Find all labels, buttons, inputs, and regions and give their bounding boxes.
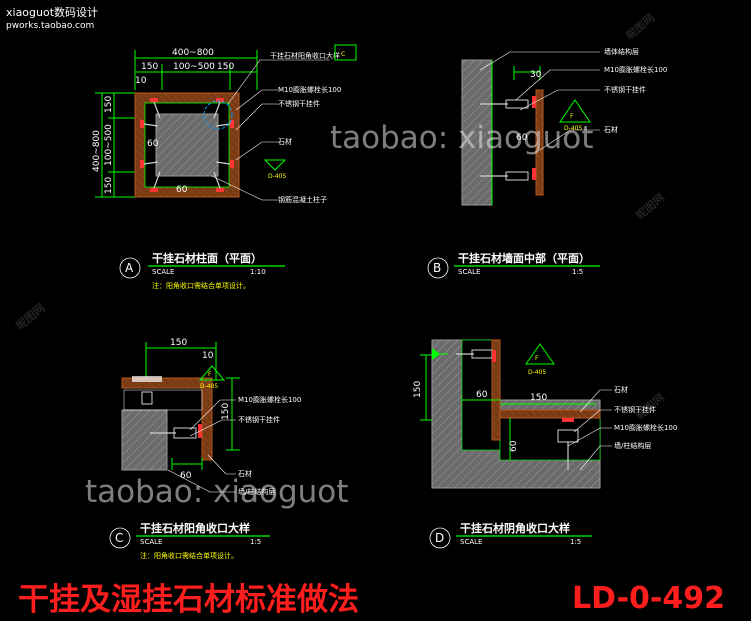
detail-b-scale: 1:5 bbox=[572, 268, 583, 276]
detail-b: 30 60 墙体结构层 M10膨胀螺栓长100 不锈钢干挂件 石材 F D-40… bbox=[427, 47, 667, 279]
dim-a-left-top: 150 bbox=[104, 96, 114, 113]
label-a-column: 钢筋混凝土柱子 bbox=[278, 195, 327, 204]
label-b-bolt: M10膨胀螺栓长100 bbox=[604, 65, 667, 74]
detail-b-title: 干挂石材墙面中部（平面） bbox=[458, 251, 590, 265]
dim-c-60: 60 bbox=[180, 471, 192, 481]
dim-a-left-total: 400~800 bbox=[92, 130, 102, 172]
label-b-hanger: 不锈钢干挂件 bbox=[604, 85, 646, 94]
svg-text:F: F bbox=[208, 371, 212, 378]
column-structure-c bbox=[121, 409, 168, 471]
bolt-set bbox=[143, 101, 231, 189]
site-watermark: 昵图网 bbox=[624, 11, 658, 42]
section-tag-b: F D-405 bbox=[559, 99, 591, 132]
dim-a-left-mid: 100~500 bbox=[104, 124, 114, 166]
detail-bubble-d bbox=[429, 527, 451, 549]
concrete-column bbox=[155, 113, 219, 177]
detail-d-title: 干挂石材阴角收口大样 bbox=[460, 521, 570, 535]
detail-c-title: 干挂石材阳角收口大样 bbox=[140, 521, 250, 535]
dim-a-small-10: 10 bbox=[135, 76, 147, 86]
detail-c-scale: 1:5 bbox=[250, 538, 261, 546]
site-watermark: 昵图网 bbox=[634, 191, 668, 222]
label-b-stone: 石材 bbox=[604, 125, 618, 134]
dim-d-60a: 60 bbox=[476, 390, 488, 400]
dim-a-inner-60a: 60 bbox=[147, 139, 159, 149]
label-a-corner-detail: 干挂石材阳角收口大样 bbox=[270, 51, 340, 60]
detail-a-title: 干挂石材柱面（平面） bbox=[152, 251, 262, 265]
svg-text:F: F bbox=[570, 113, 574, 120]
drawing-title: 干挂及湿挂石材标准做法 bbox=[18, 582, 359, 618]
label-d-stone: 石材 bbox=[614, 385, 628, 394]
svg-text:D-405: D-405 bbox=[528, 369, 546, 376]
detail-bubble-c-letter: C bbox=[115, 531, 123, 545]
svg-text:D-405: D-405 bbox=[200, 383, 218, 390]
dim-c-10: 10 bbox=[202, 351, 214, 361]
dim-a-top-right: 150 bbox=[217, 62, 234, 72]
watermark-center-top: taobao: xiaoguot bbox=[330, 120, 593, 156]
detail-bubble-b-letter: B bbox=[433, 261, 441, 275]
detail-bubble-d-letter: D bbox=[435, 531, 444, 545]
svg-text:D-405: D-405 bbox=[564, 125, 582, 132]
anchor-set bbox=[140, 98, 234, 192]
dim-c-150b: 150 bbox=[221, 403, 231, 420]
watermark-center-bottom: taobao: xiaoguot bbox=[85, 474, 348, 510]
detail-b-scale-label: SCALE bbox=[458, 268, 480, 276]
detail-c-scale-label: SCALE bbox=[140, 538, 162, 546]
detail-c: 150 10 150 60 M10膨胀螺栓长100 不锈钢干挂件 石材 墙/柱结… bbox=[109, 338, 301, 560]
dim-d-150h: 150 bbox=[530, 393, 547, 403]
section-tag-a2: D-405 bbox=[263, 159, 286, 180]
detail-d-scale: 1:5 bbox=[570, 538, 581, 546]
label-c-stone: 石材 bbox=[238, 469, 252, 478]
stone-panel bbox=[535, 89, 544, 196]
dim-d-60b: 60 bbox=[509, 440, 519, 452]
dim-d-150v: 150 bbox=[413, 381, 423, 398]
detail-bubble-a-letter: A bbox=[125, 261, 134, 275]
label-c-hanger: 不锈钢干挂件 bbox=[238, 415, 280, 424]
svg-text:F: F bbox=[535, 355, 539, 362]
detail-a-note: 注：阳角收口需结合单项设计。 bbox=[152, 281, 250, 290]
section-tag-c: F D-405 bbox=[198, 365, 226, 390]
dim-b-60: 60 bbox=[516, 133, 528, 143]
dim-a-left-bot: 150 bbox=[104, 177, 114, 194]
svg-text:C: C bbox=[341, 51, 345, 58]
section-tag-a: C bbox=[334, 44, 357, 61]
label-d-hanger: 不锈钢干挂件 bbox=[614, 405, 656, 414]
dim-a-top-left: 150 bbox=[141, 62, 158, 72]
dim-a-inner-60b: 60 bbox=[176, 185, 188, 195]
dim-a-top-mid: 100~500 bbox=[173, 62, 215, 72]
label-a-bolt: M10膨胀螺栓长100 bbox=[278, 85, 341, 94]
site-watermark-group: 昵图网 昵图网 昵图网 昵图网 bbox=[14, 11, 668, 422]
watermark-shop-url: pworks.taobao.com bbox=[6, 21, 94, 31]
detail-a: 400~800 150 100~500 150 10 400~800 100~5… bbox=[92, 44, 357, 290]
dim-a-top-total: 400~800 bbox=[172, 48, 214, 58]
detail-a-scale-label: SCALE bbox=[152, 268, 174, 276]
detail-a-scale: 1:10 bbox=[250, 268, 266, 276]
label-d-bolt: M10膨胀螺栓长100 bbox=[614, 423, 677, 432]
label-a-hanger: 不锈钢干挂件 bbox=[278, 99, 320, 108]
label-c-bolt: M10膨胀螺栓长100 bbox=[238, 395, 301, 404]
drawing-code: LD-0-492 bbox=[572, 581, 725, 616]
detail-c-note: 注：阳角收口需结合单项设计。 bbox=[140, 551, 238, 560]
svg-text:D-405: D-405 bbox=[268, 173, 286, 180]
detail-bubble-c bbox=[109, 527, 131, 549]
detail-bubble-b bbox=[427, 257, 449, 279]
site-watermark: 昵图网 bbox=[14, 301, 48, 332]
label-c-structure: 墙/柱结构层 bbox=[238, 487, 275, 496]
label-b-wall: 墙体结构层 bbox=[604, 47, 639, 56]
watermark-brand: xiaoguot数码设计 bbox=[6, 6, 98, 19]
section-tag-d: F D-405 bbox=[525, 343, 555, 376]
dim-c-150a: 150 bbox=[170, 338, 187, 348]
detail-bubble-a bbox=[119, 257, 141, 279]
wall-structure bbox=[461, 59, 493, 206]
label-d-structure: 墙/柱结构层 bbox=[614, 441, 651, 450]
dim-b-30: 30 bbox=[530, 70, 542, 80]
label-a-stone: 石材 bbox=[278, 137, 292, 146]
detail-d: 150 60 150 60 石材 不锈钢干挂件 M10膨胀螺栓长100 墙/柱结… bbox=[413, 339, 677, 549]
detail-d-scale-label: SCALE bbox=[460, 538, 482, 546]
